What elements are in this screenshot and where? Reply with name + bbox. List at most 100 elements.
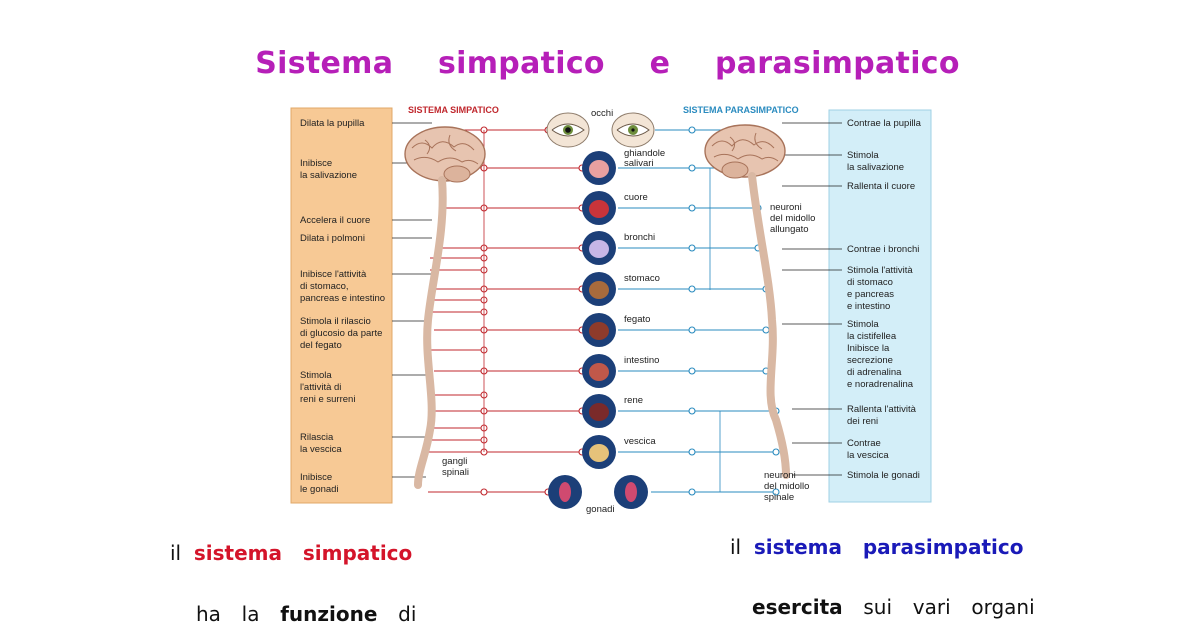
organ-label: rene — [624, 395, 643, 406]
organ-label: vescica — [624, 436, 656, 447]
effect-label-line: Accelera il cuore — [300, 215, 370, 226]
organ-icon — [582, 435, 616, 469]
left-caption-text-c: di — [398, 602, 417, 626]
parasympathetic-ganglion — [688, 367, 696, 375]
effect-label-line: Inibisce l'attività — [300, 269, 367, 280]
right-caption-line2: esercita sui vari organi — [752, 595, 1035, 619]
effect-label-line: Stimola l'attività — [847, 265, 913, 276]
organ-icon — [582, 151, 616, 185]
eye-icon — [611, 112, 655, 148]
effect-label-line: Stimola — [300, 370, 332, 381]
parasympathetic-ganglion — [688, 285, 696, 293]
effect-label-line: del fegato — [300, 340, 342, 351]
effect-label-line: pancreas e intestino — [300, 293, 385, 304]
effect-label-line: la salivazione — [300, 170, 357, 181]
effect-label-line: Rallenta l'attività — [847, 404, 917, 415]
spinal-cord-right — [748, 172, 790, 479]
parasympathetic-effect-2: Rallenta il cuore — [847, 181, 915, 192]
sympathetic-term: sistema simpatico — [193, 541, 413, 565]
effect-label-line: Dilata i polmoni — [300, 233, 365, 244]
effect-label-line: di glucosio da parte — [300, 328, 382, 339]
parasympathetic-ganglion — [688, 488, 696, 496]
effect-label-line: Contrae i bronchi — [847, 244, 919, 255]
effect-label-line: Stimola — [847, 150, 879, 161]
effect-label-line: la vescica — [847, 450, 889, 461]
parasympathetic-ganglion — [688, 326, 696, 334]
annotation-line: spinale — [764, 492, 794, 503]
page-title: Sistema simpatico e parasimpatico — [255, 46, 960, 81]
parasympathetic-effects-panel — [828, 109, 932, 503]
effect-label-line: Contrae la pupilla — [847, 118, 922, 129]
effect-label-line: Stimola il rilascio — [300, 316, 371, 327]
sympathetic-effect-3: Dilata i polmoni — [300, 233, 365, 244]
parasympathetic-ganglion — [688, 204, 696, 212]
organ-label: fegato — [624, 314, 650, 325]
parasympathetic-ganglion — [688, 407, 696, 415]
sympathetic-effect-2: Accelera il cuore — [300, 215, 370, 226]
effect-label-line: la cistifellea — [847, 331, 897, 342]
sympathetic-effects-panel — [290, 107, 393, 504]
sympathetic-header: SISTEMA SIMPATICO — [408, 105, 499, 115]
effect-label-line: la vescica — [300, 444, 342, 455]
organ-icon — [582, 394, 616, 428]
annotation-line: del midollo — [770, 213, 815, 224]
parasympathetic-ganglion — [688, 448, 696, 456]
organ-label: intestino — [624, 355, 659, 366]
right-caption-text-b: sui vari organi — [863, 595, 1035, 619]
parasympathetic-effect-8: Stimola le gonadi — [847, 470, 920, 481]
parasympathetic-header: SISTEMA PARASIMPATICO — [683, 105, 799, 115]
effect-label-line: le gonadi — [300, 484, 339, 495]
effect-label-line: Stimola le gonadi — [847, 470, 920, 481]
organ-label: occhi — [591, 108, 613, 119]
effect-label-line: Inibisce la — [847, 343, 890, 354]
sympathetic-effect-0: Dilata la pupilla — [300, 118, 365, 129]
effect-label-line: Contrae — [847, 438, 881, 449]
parasympathetic-ganglion — [688, 126, 696, 134]
organ-label: gonadi — [586, 504, 615, 515]
brain-icon-left — [404, 126, 486, 183]
left-caption-text-a: ha la — [196, 602, 260, 626]
parasympathetic-ganglion — [688, 244, 696, 252]
parasympathetic-effect-3: Contrae i bronchi — [847, 244, 919, 255]
parasympathetic-ending — [772, 448, 780, 456]
annotation-line: del midollo — [764, 481, 809, 492]
left-caption-line2: ha la funzione di — [196, 602, 416, 626]
effect-label-line: Dilata la pupilla — [300, 118, 365, 129]
sympathetic-ganglion — [480, 488, 488, 496]
effect-label-line: di stomaco — [847, 277, 893, 288]
effect-label-line: reni e surreni — [300, 394, 355, 405]
parasympathetic-ending — [772, 488, 780, 496]
left-caption-prefix: il — [170, 541, 182, 565]
organ-icon — [582, 231, 616, 265]
parasympathetic-term: sistema parasimpatico — [753, 535, 1024, 559]
function-term: funzione — [280, 602, 378, 626]
exerts-term: esercita — [752, 595, 843, 619]
parasympathetic-effect-0: Contrae la pupilla — [847, 118, 922, 129]
effect-label-line: Inibisce — [300, 472, 332, 483]
brain-icon-right — [704, 124, 786, 179]
spinal-cord-left — [414, 176, 447, 489]
effect-label-line: Stimola — [847, 319, 879, 330]
organ-icon — [582, 354, 616, 388]
right-caption-prefix: il — [730, 535, 742, 559]
annotation-line: spinali — [442, 467, 469, 478]
organ-label: cuore — [624, 192, 648, 203]
effect-label-line: la salivazione — [847, 162, 904, 173]
effect-label-line: l'attività di — [300, 382, 341, 393]
effect-label-line: e noradrenalina — [847, 379, 914, 390]
left-caption-line1: il sistema simpatico — [170, 541, 412, 565]
